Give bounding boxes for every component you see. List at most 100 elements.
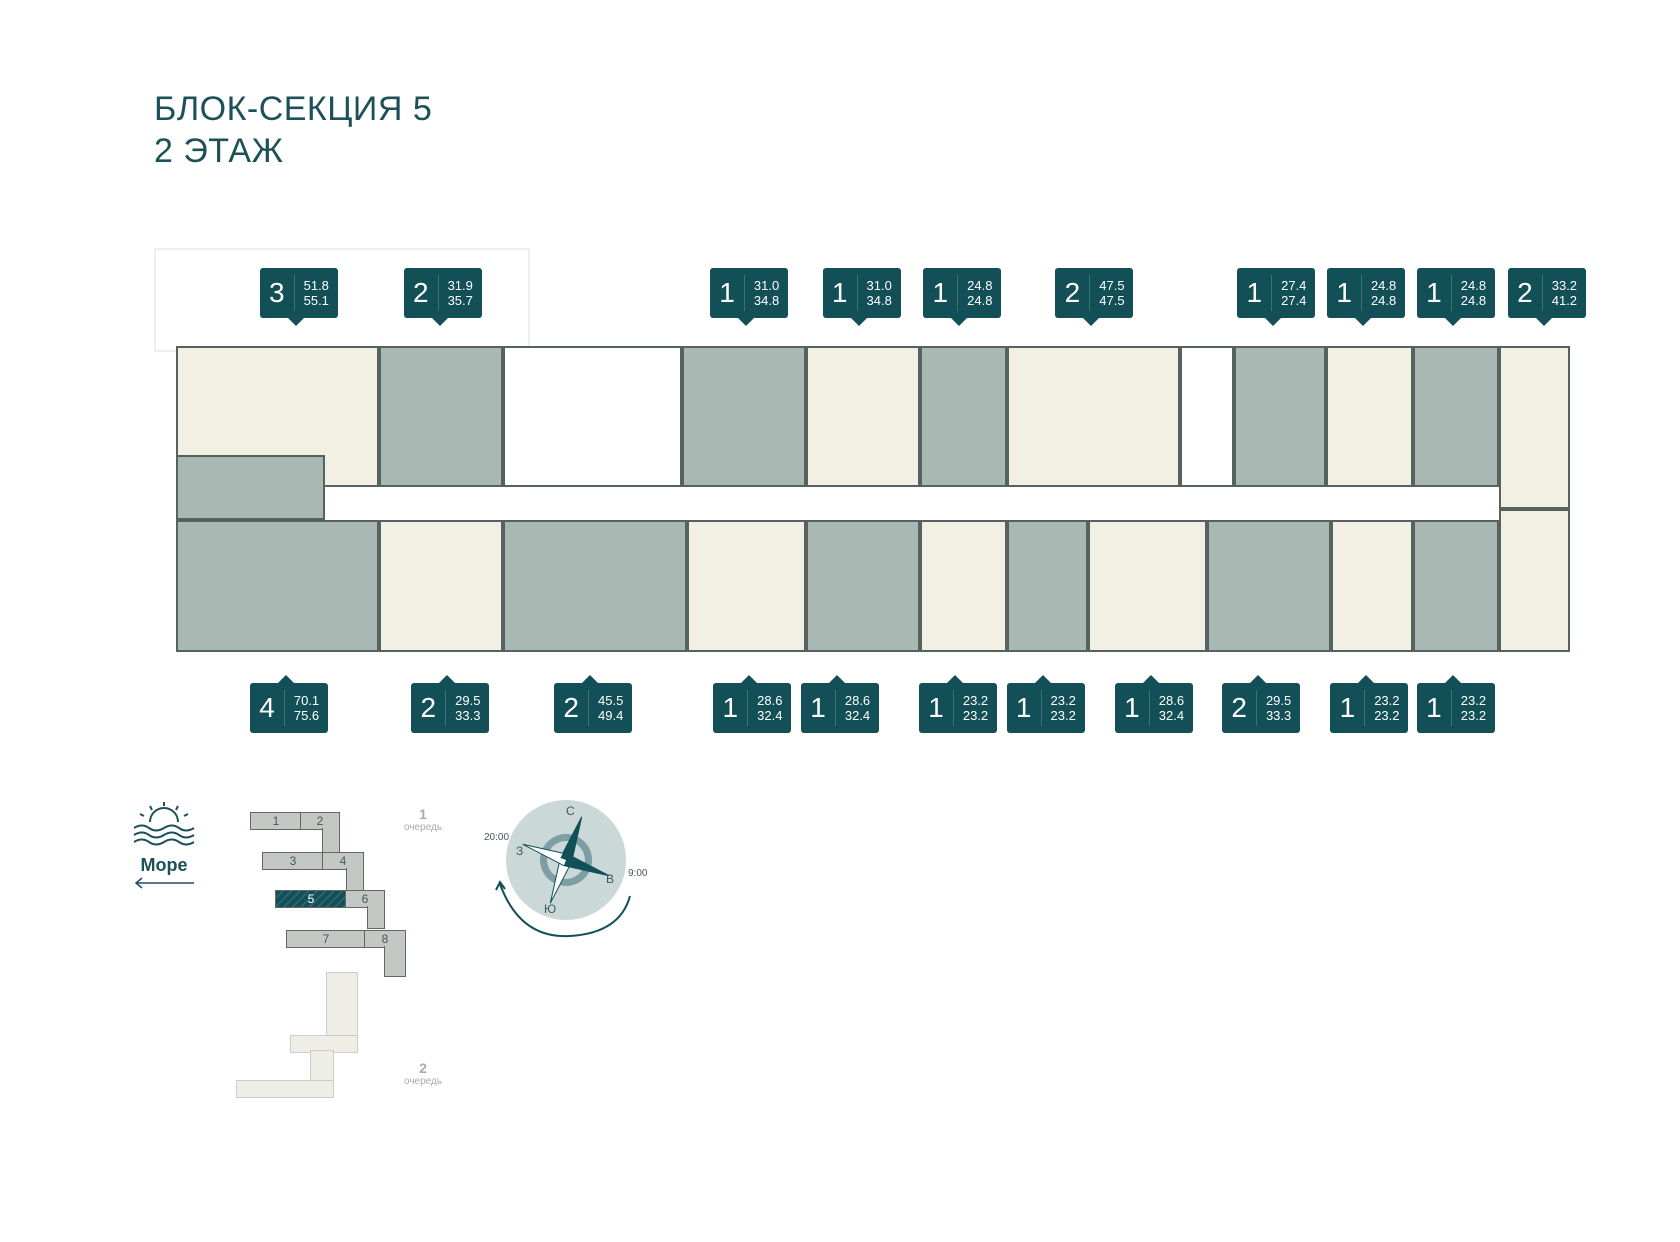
compass-east: В [606, 872, 615, 886]
apartment-4-room[interactable] [176, 519, 379, 652]
apartment-1-room[interactable] [1499, 508, 1570, 652]
sun-over-sea-icon [133, 802, 195, 846]
total-area: 49.4 [598, 708, 624, 723]
section-4[interactable]: 4 [322, 852, 364, 870]
apartment-1-room[interactable] [1331, 519, 1413, 652]
apartment-1-room[interactable] [806, 519, 921, 652]
apartment-1-room[interactable] [1234, 346, 1327, 488]
room-count: 3 [260, 275, 295, 311]
living-area: 31.9 [447, 278, 473, 293]
apartment-1-room[interactable] [806, 346, 921, 488]
apartment-1-room[interactable] [1412, 346, 1500, 488]
apartment-2-room[interactable] [503, 519, 688, 652]
total-area: 23.2 [1050, 708, 1076, 723]
living-area: 47.5 [1099, 278, 1125, 293]
room-count: 1 [1417, 275, 1452, 311]
apartment-2-room[interactable] [378, 346, 504, 488]
room-count: 1 [919, 690, 954, 726]
total-area: 35.7 [447, 293, 473, 308]
room-count: 2 [404, 275, 439, 311]
living-area: 23.2 [1460, 693, 1487, 708]
total-area: 32.4 [1158, 708, 1185, 723]
stair-lift-core [503, 346, 682, 488]
total-area: 23.2 [962, 708, 989, 723]
room-count: 2 [1508, 275, 1543, 311]
total-area: 33.3 [1265, 708, 1292, 723]
living-area: 23.2 [1374, 693, 1400, 708]
apartment-4-room-bedroom[interactable] [176, 454, 325, 520]
total-area: 24.8 [967, 293, 993, 308]
room-count: 2 [1222, 690, 1258, 726]
apartment-1-room[interactable] [1412, 519, 1500, 652]
living-area: 28.6 [844, 693, 871, 708]
apartment-2-room[interactable] [378, 519, 504, 652]
living-area: 24.8 [1370, 278, 1397, 293]
compass-rose: С З В Ю 20:00 9:00 [484, 800, 647, 920]
section-3[interactable]: 3 [262, 852, 324, 870]
living-area: 31.0 [753, 278, 780, 293]
apartment-1-room[interactable] [1326, 346, 1413, 488]
apartment-2-room[interactable] [1499, 346, 1570, 509]
section-5-selected[interactable]: 5 [275, 890, 347, 908]
living-area: 31.0 [866, 278, 892, 293]
total-area: 24.8 [1370, 293, 1397, 308]
section-7[interactable]: 7 [286, 930, 366, 948]
section-2[interactable]: 2 [300, 812, 340, 830]
room-count: 2 [411, 690, 447, 726]
section-1[interactable]: 1 [250, 812, 302, 830]
room-count: 4 [250, 690, 286, 726]
living-area: 28.6 [757, 693, 783, 708]
living-area: 51.8 [303, 278, 329, 293]
total-area: 23.2 [1460, 708, 1487, 723]
room-count: 1 [923, 275, 959, 311]
apartment-1-room[interactable] [1087, 519, 1207, 652]
apartment-2-room[interactable] [1006, 346, 1180, 488]
room-count: 2 [554, 690, 590, 726]
room-count: 1 [823, 275, 858, 311]
apartment-1-room[interactable] [1006, 519, 1088, 652]
compass-south: Ю [544, 902, 557, 916]
room-count: 1 [1115, 690, 1150, 726]
room-count: 1 [1237, 275, 1273, 311]
living-area: 27.4 [1281, 278, 1307, 293]
living-area: 45.5 [598, 693, 624, 708]
total-area: 33.3 [455, 708, 481, 723]
apartment-2-room[interactable] [1206, 519, 1332, 652]
corridor [181, 489, 1565, 523]
apartment-1-room[interactable] [687, 519, 807, 652]
sunrise-time: 9:00 [628, 868, 648, 879]
apartment-1-room[interactable] [681, 346, 807, 488]
living-area: 23.2 [962, 693, 989, 708]
room-count: 1 [801, 690, 837, 726]
compass-west: З [516, 844, 524, 858]
apartment-1-room[interactable] [920, 346, 1007, 488]
section-6[interactable]: 6 [345, 890, 385, 908]
total-area: 32.4 [757, 708, 783, 723]
living-area: 24.8 [1460, 278, 1487, 293]
staircase [1179, 346, 1235, 488]
room-count: 1 [1007, 690, 1042, 726]
apartment-1-room[interactable] [920, 519, 1007, 652]
room-count: 1 [1417, 690, 1452, 726]
